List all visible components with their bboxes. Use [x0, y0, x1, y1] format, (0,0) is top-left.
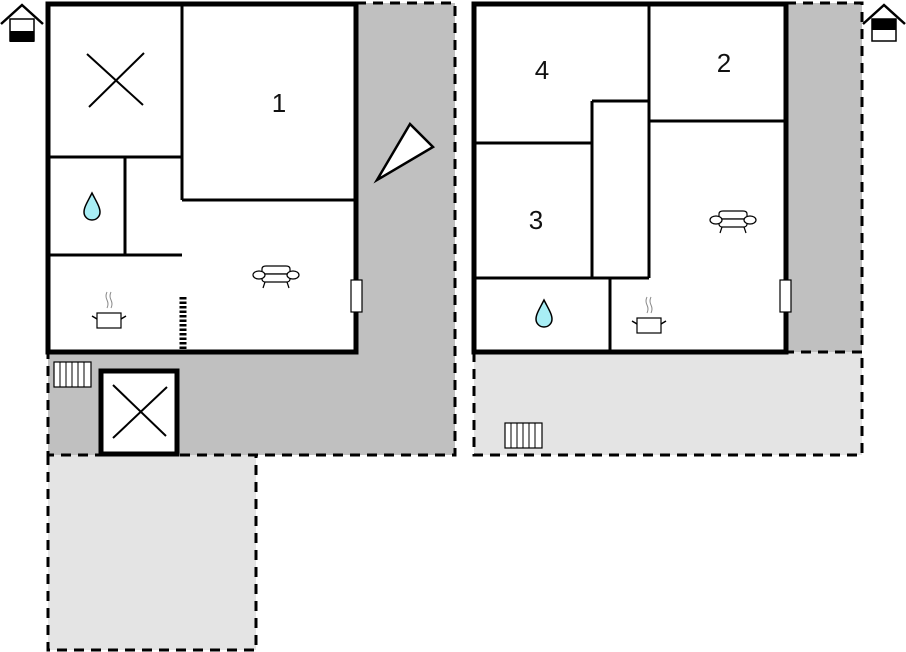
water-drop-icon	[535, 298, 553, 328]
left-house-outline	[45, 1, 359, 355]
cooking-pot-icon	[91, 291, 127, 329]
bench-icon	[504, 422, 543, 449]
covered-terrace-right-border	[786, 1, 864, 354]
covered-terrace-right	[786, 3, 862, 352]
room-label-2: 2	[717, 48, 731, 78]
house-entrance-icon	[862, 3, 906, 42]
house-entrance-icon	[0, 3, 44, 42]
shed-cross-icon-2	[112, 386, 168, 439]
open-terrace-left-border	[46, 455, 258, 652]
sofa-icon	[252, 265, 300, 289]
open-terrace-right-border	[472, 352, 864, 457]
water-drop-icon	[83, 191, 101, 221]
covered-terrace-left-border	[46, 1, 457, 457]
window	[779, 279, 792, 313]
bench-icon	[53, 361, 92, 388]
room-label-4: 4	[535, 55, 549, 85]
right-house-outline	[471, 1, 789, 355]
shed-cross-icon	[112, 384, 167, 437]
window	[350, 279, 363, 313]
covered-terrace-left	[48, 3, 455, 455]
cooking-pot-icon	[631, 296, 667, 334]
room-label-3: 3	[529, 205, 543, 235]
open-space-cross-icon-2	[88, 52, 145, 108]
compass-pointer-icon	[373, 121, 436, 184]
open-space-cross-icon	[86, 53, 144, 106]
open-terrace-left	[48, 455, 256, 650]
room-label-1: 1	[272, 88, 286, 118]
sofa-icon	[709, 210, 757, 234]
